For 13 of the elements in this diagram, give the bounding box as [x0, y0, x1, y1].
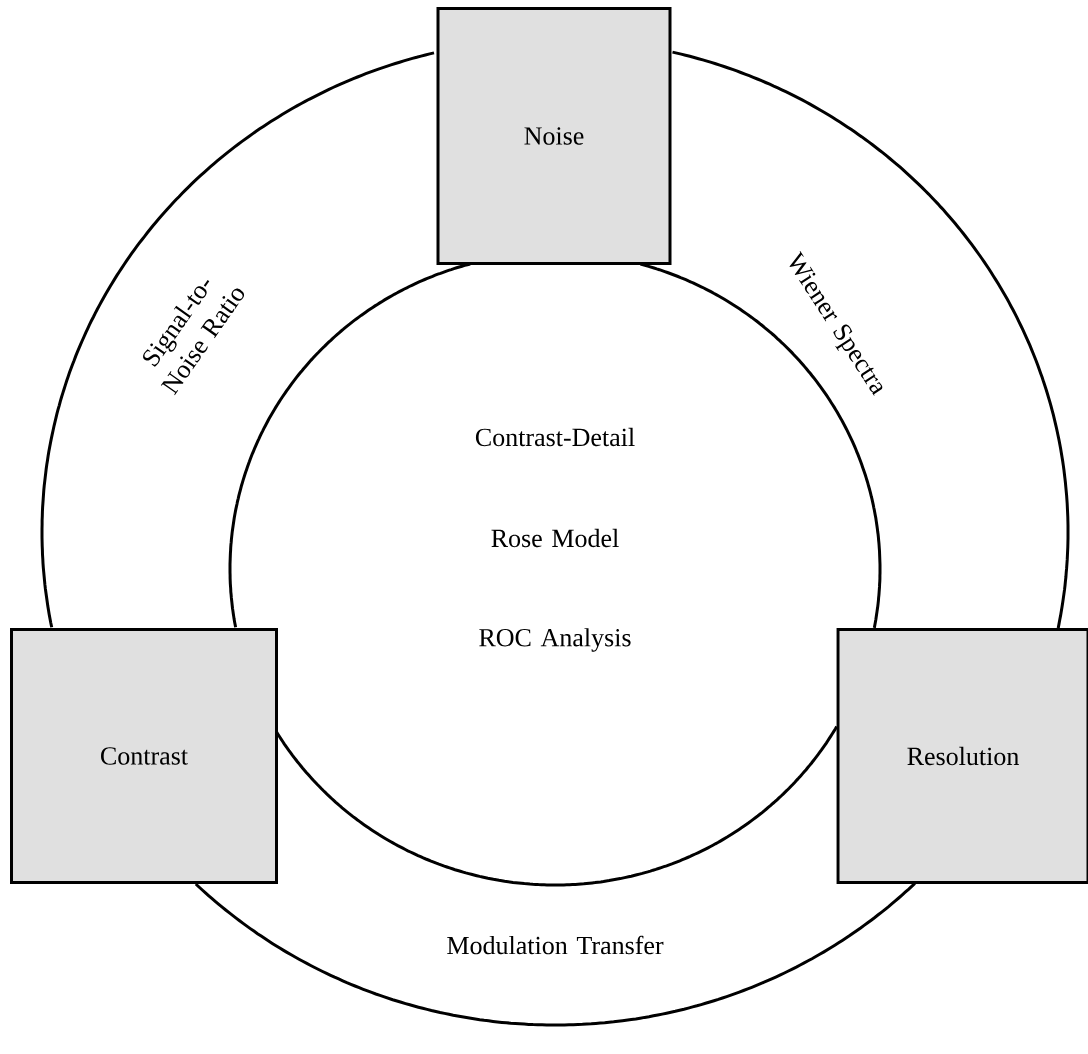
- ring-arc: [275, 725, 838, 887]
- concept-box: Resolution: [836, 628, 1088, 884]
- ring-label: Rose Model: [491, 528, 619, 548]
- ring-arc: [640, 262, 882, 629]
- ring-arc: [228, 262, 471, 628]
- ring-arc: [672, 50, 1070, 629]
- concept-box: Contrast: [10, 628, 278, 884]
- ring-label: Contrast-Detail: [475, 427, 635, 447]
- concept-box: Noise: [436, 7, 672, 265]
- ring-arc: [40, 51, 435, 628]
- ring-label: Modulation Transfer: [447, 935, 664, 955]
- ring-arc: [194, 882, 916, 1027]
- ring-label: ROC Analysis: [479, 628, 631, 652]
